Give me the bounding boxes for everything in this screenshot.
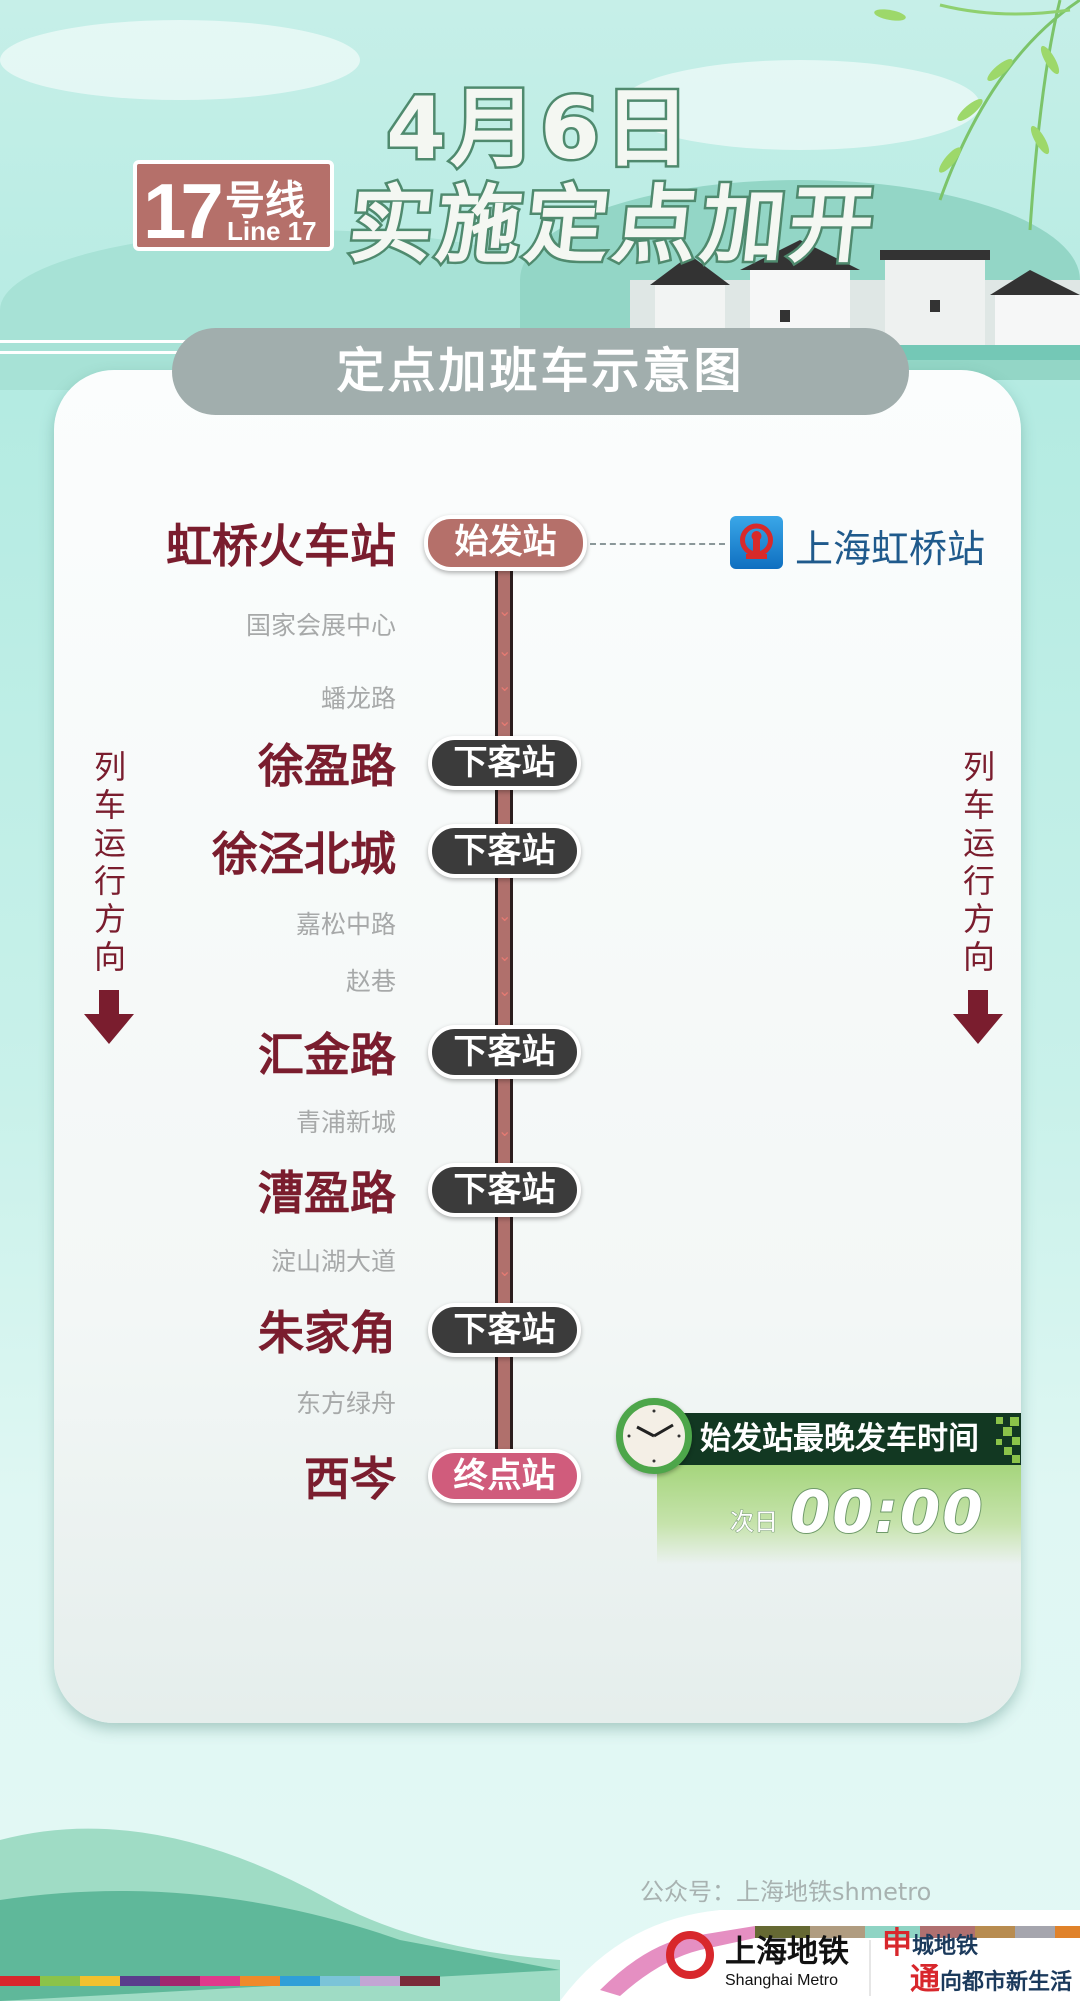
station-name: 徐盈路	[258, 739, 396, 793]
last-departure-time: 00:00	[789, 1477, 985, 1547]
chevron-down-icon: ⌄	[498, 906, 512, 925]
slogan-big-char: 通	[910, 1962, 940, 1997]
down-arrow-icon	[953, 990, 1003, 1044]
footer-hills-decoration	[0, 1828, 1080, 2001]
station-name: 嘉松中路	[295, 910, 396, 939]
station-name: 徐泾北城	[212, 827, 396, 881]
direction-label-left: 列车运行方向	[93, 748, 126, 976]
station-name: 西岑	[304, 1452, 396, 1506]
slogan-text: 城地铁	[912, 1933, 979, 1959]
station-name: 国家会展中心	[245, 611, 396, 640]
slogan-line-1: 申城地铁	[882, 1928, 978, 1962]
chevron-down-icon: ⌄	[498, 946, 512, 965]
line-number: 17	[143, 167, 224, 255]
line-suffix: 号线	[225, 178, 305, 224]
railway-transfer-station: 上海虹桥站	[795, 527, 986, 571]
shanghai-metro-logo-english: Shanghai Metro	[725, 1972, 838, 1989]
line-17-badge: 17 号线 Line 17	[133, 160, 334, 255]
station-name: 汇金路	[258, 1028, 396, 1082]
shanghai-metro-logo-icon	[666, 1931, 714, 1979]
alight-station-badge: 下客站	[428, 736, 581, 790]
slogan-line-2: 通向都市新生活	[910, 1964, 1072, 1998]
watermark: 公众号：上海地铁shmetro	[640, 1878, 932, 1906]
willow-branch-decoration	[874, 0, 1080, 231]
station-name: 蟠龙路	[320, 684, 396, 713]
direction-label-right: 列车运行方向	[962, 748, 995, 976]
headline-title: 实施定点加开	[342, 174, 885, 277]
chevron-down-icon: ⌄	[498, 711, 512, 730]
cloud-decoration	[0, 20, 360, 100]
station-name: 朱家角	[258, 1306, 396, 1360]
slogan-big-char: 申	[882, 1926, 912, 1961]
chevron-down-icon: ⌄	[498, 981, 512, 1000]
date-title: 4月6日	[384, 77, 694, 182]
last-departure-panel	[657, 1464, 1021, 1564]
station-name: 淀山湖大道	[270, 1247, 396, 1276]
diagram-header: 定点加班车示意图	[172, 328, 909, 415]
last-departure-label: 始发站最晚发车时间	[664, 1413, 1021, 1465]
bridge-decoration	[0, 340, 200, 354]
next-day-label: 次日	[730, 1508, 779, 1537]
station-name: 青浦新城	[295, 1108, 396, 1137]
end-station-badge: 终点站	[428, 1449, 581, 1503]
station-name: 赵巷	[345, 967, 396, 996]
slogan-text: 向都市新生活	[940, 1969, 1073, 1995]
chevron-down-icon: ⌄	[498, 641, 512, 660]
station-name: 东方绿舟	[295, 1389, 396, 1418]
clock-icon	[616, 1398, 692, 1474]
alight-station-badge: 下客站	[428, 824, 581, 878]
station-name: 漕盈路	[258, 1166, 396, 1220]
alight-station-badge: 下客站	[428, 1163, 581, 1217]
chevron-down-icon: ⌄	[498, 676, 512, 695]
down-arrow-icon	[84, 990, 134, 1044]
transfer-dashed-connector	[590, 543, 725, 545]
start-station-badge: 始发站	[424, 515, 587, 571]
station-name: 虹桥火车站	[166, 519, 396, 573]
shanghai-metro-logo-text: 上海地铁	[725, 1934, 849, 1970]
chevron-down-icon: ⌄	[498, 601, 512, 620]
chevron-down-icon: ⌄	[498, 1261, 512, 1280]
chevron-down-icon: ⌄	[498, 1121, 512, 1140]
china-railway-icon	[730, 516, 783, 569]
checker-pattern-decoration	[996, 1417, 1020, 1463]
line-english: Line 17	[227, 216, 317, 246]
alight-station-badge: 下客站	[428, 1025, 581, 1079]
alight-station-badge: 下客站	[428, 1303, 581, 1357]
cloud-decoration	[620, 60, 980, 150]
